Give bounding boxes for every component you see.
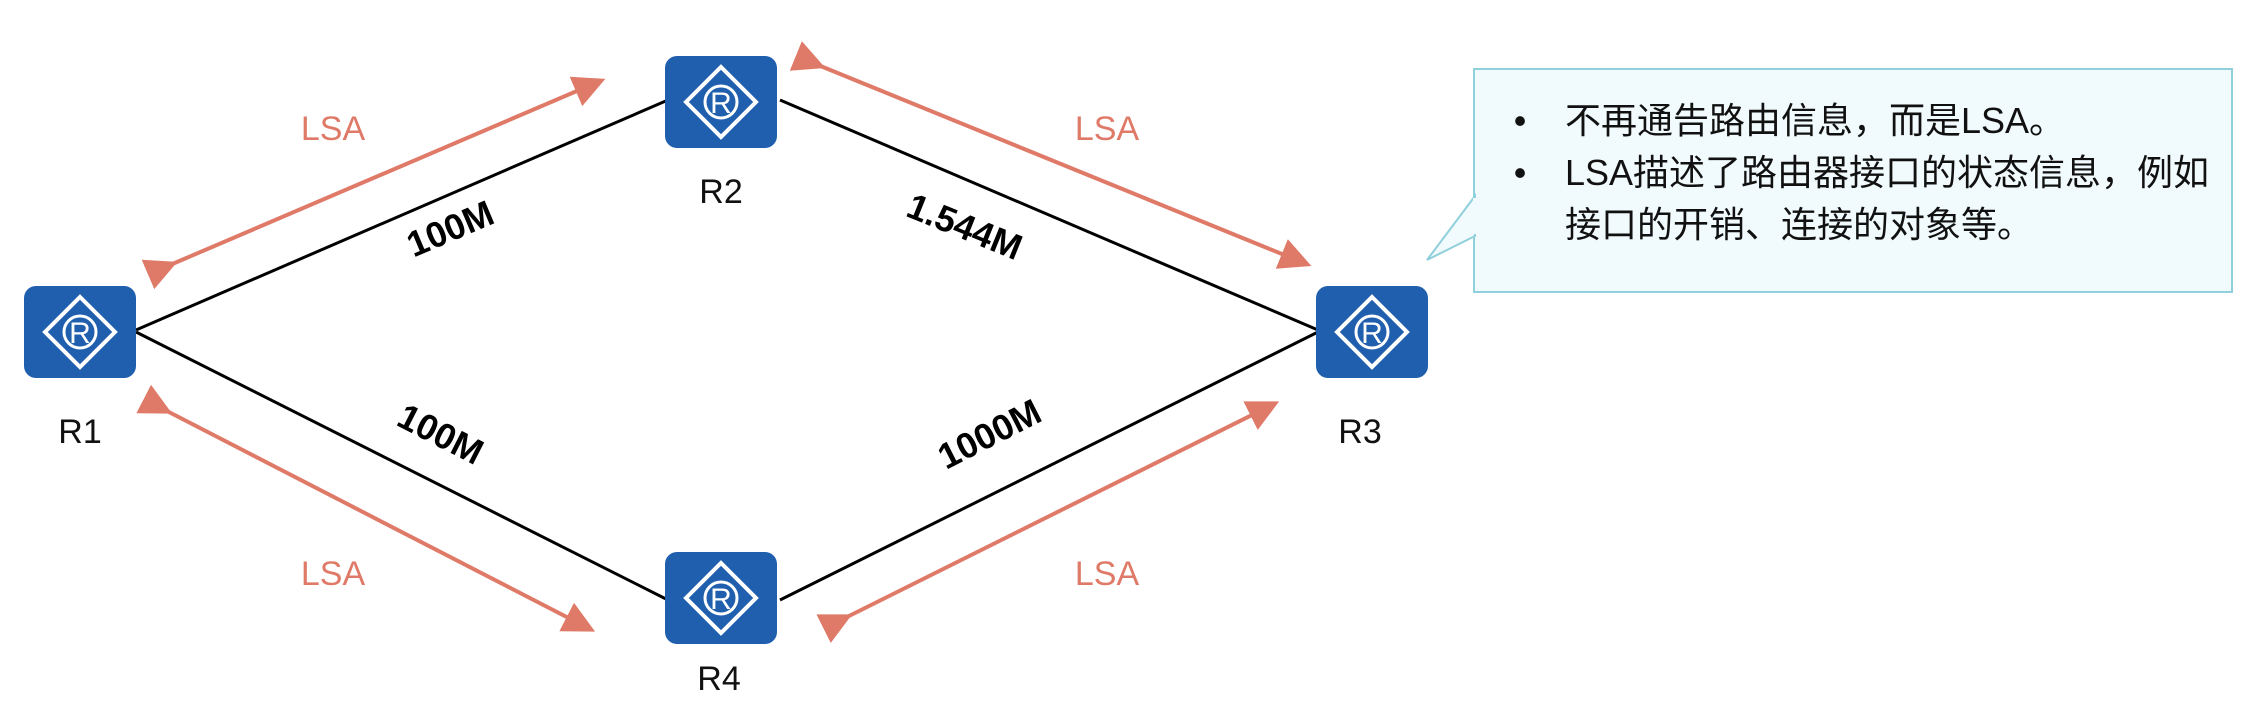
router-label-r3: R3 (1338, 413, 1381, 451)
svg-text:R: R (710, 583, 732, 616)
router-r2: R R2 (665, 56, 777, 211)
link-r1-r4 (135, 330, 669, 602)
svg-text:R: R (1361, 317, 1383, 350)
link-r1-r2 (135, 98, 669, 332)
callout-box (1473, 68, 2233, 293)
lsa-arrow-r1-r2 (141, 76, 606, 290)
router-r3: R R3 (1316, 286, 1428, 451)
svg-text:R: R (710, 87, 732, 120)
callout-bullet-text-2: LSA描述了路由器接口的状态信息，例如接口的开销、连接的对象等。 (1565, 152, 2210, 245)
router-icon: R (665, 552, 777, 644)
bullet-dot: • (1513, 152, 1527, 193)
lsa-label-r2-r3: LSA (1075, 110, 1140, 148)
callout-bullet-list: • 不再通告路由信息，而是LSA。 • LSA描述了路由器接口的状态信息，例如接… (1505, 95, 2225, 251)
bandwidth-label-r4-r3: 1000M (931, 391, 1048, 478)
router-label-r1: R1 (58, 413, 101, 451)
callout-pointer (1426, 193, 1477, 261)
lsa-label-r1-r4: LSA (301, 555, 366, 593)
router-r1: R R1 (24, 286, 136, 451)
lsa-label-r1-r2: LSA (301, 110, 366, 148)
router-r4: R R4 (665, 552, 777, 698)
callout-bullet-text-1: 不再通告路由信息，而是LSA。 (1565, 100, 2066, 141)
callout-bullet-2: • LSA描述了路由器接口的状态信息，例如接口的开销、连接的对象等。 (1505, 147, 2225, 251)
callout-bullet-1: • 不再通告路由信息，而是LSA。 (1505, 95, 2225, 147)
link-r4-r3 (779, 330, 1319, 602)
router-icon: R (24, 286, 136, 378)
bandwidth-label-r1-r2: 100M (401, 192, 500, 265)
lsa-arrow-r1-r4 (136, 384, 596, 632)
link-r2-r3 (779, 98, 1319, 332)
bullet-dot: • (1513, 100, 1527, 141)
router-icon: R (665, 56, 777, 148)
lsa-arrow-r4-r3 (816, 401, 1280, 644)
router-label-r4: R4 (697, 660, 740, 698)
router-label-r2: R2 (699, 173, 742, 211)
lsa-label-r4-r3: LSA (1075, 555, 1140, 593)
svg-text:R: R (69, 317, 91, 350)
router-icon: R (1316, 286, 1428, 378)
bandwidth-label-r1-r4: 100M (391, 395, 490, 472)
lsa-arrow-r2-r3 (789, 41, 1312, 269)
